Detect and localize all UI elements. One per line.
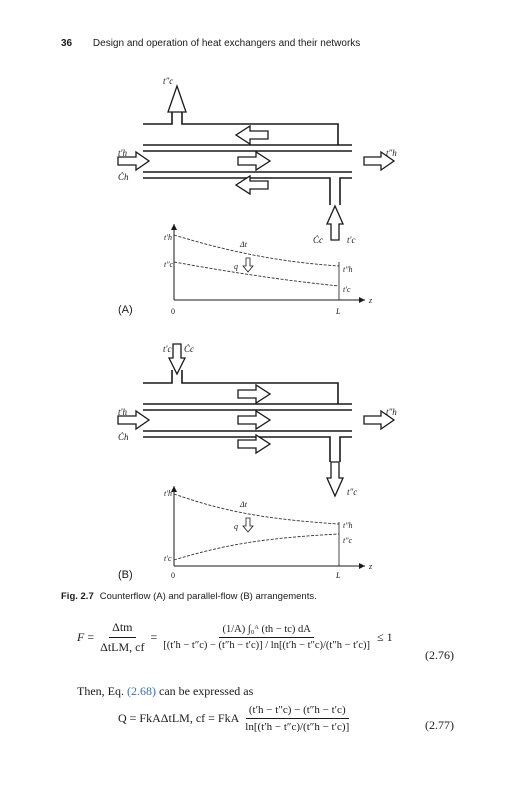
hot-outlet-arrow xyxy=(363,150,396,172)
axis-th-out-a: t″h xyxy=(343,265,353,274)
body-text-suffix: can be expressed as xyxy=(159,684,254,698)
eq276-den2: [(t′h − t″c) − (t″h − t′c)] / ln[(t′h − … xyxy=(163,640,371,651)
label-th-in-b: t′h xyxy=(118,407,127,417)
cold-flow-arrow-top xyxy=(234,124,269,146)
running-header: 36 Design and operation of heat exchange… xyxy=(61,38,360,49)
axis-th-out-b: t″h xyxy=(343,521,353,530)
panel-a-schematic xyxy=(143,112,352,205)
cold-flow-arrow-top-b xyxy=(237,383,272,405)
cold-temp-curve-a xyxy=(173,261,340,287)
axis-z-b: z xyxy=(368,562,373,571)
panel-a-flow-arrows xyxy=(117,84,396,241)
cold-outlet-arrow-down xyxy=(325,461,345,498)
axis-tc-in-a: t′c xyxy=(343,285,351,294)
axis-zero-b: 0 xyxy=(171,571,175,580)
heat-flux-arrow-a xyxy=(242,257,254,273)
eq276-lhs: F xyxy=(77,630,85,644)
label-th-out-a: t″h xyxy=(386,148,397,158)
hot-flow-arrow xyxy=(237,150,272,172)
label-cc-a: Ċc xyxy=(313,235,323,245)
axis-tc-in-b: t′c xyxy=(164,554,172,563)
running-title: Design and operation of heat exchangers … xyxy=(92,38,361,49)
panel-b-label: (B) xyxy=(118,569,133,581)
axis-z-a: z xyxy=(368,296,373,305)
label-ch-b: Ċh xyxy=(118,432,129,442)
label-th-in-a: t′h xyxy=(118,148,127,158)
label-tc-out-b: t″c xyxy=(347,487,357,497)
cold-temp-curve-b xyxy=(173,533,340,561)
label-q-b: q xyxy=(234,522,238,531)
eq276-num1: Δtm xyxy=(109,620,136,638)
cold-inlet-arrow-down xyxy=(167,343,187,376)
label-tc-in-b: t′c xyxy=(163,344,171,354)
hot-inlet-arrow xyxy=(117,150,151,172)
panel-b-flow-arrows xyxy=(117,343,396,498)
label-q-a: q xyxy=(234,262,238,271)
hot-temp-curve-a xyxy=(173,234,340,267)
panel-a-label: (A) xyxy=(118,304,133,316)
caption-label: Fig. 2.7 xyxy=(61,591,94,602)
equation-2-76: F= Δtm ΔtLM, cf = (1/A) ∫₀ᴬ (th − tc) dA… xyxy=(77,620,393,655)
cold-inlet-arrow-up xyxy=(325,204,345,241)
hot-outlet-arrow-b xyxy=(363,409,396,431)
axis-th-in-a: t′h xyxy=(164,233,172,242)
eq277-fraction: (t′h − t″c) − (t″h − t′c) ln[(t′h − t″c)… xyxy=(242,704,352,733)
eq277-den: ln[(t′h − t″c)/(t″h − t′c)] xyxy=(245,721,350,733)
hot-flow-arrow-b xyxy=(237,409,272,431)
hot-temp-curve-b xyxy=(173,493,340,525)
panel-b-profile-graph xyxy=(171,486,365,569)
eq277-number: (2.77) xyxy=(425,718,454,732)
axis-tc-out-b: t″c xyxy=(343,536,353,545)
axis-tc-out-a: t″c xyxy=(164,260,174,269)
label-tc-in-a: t′c xyxy=(347,235,355,245)
equation-ref-2-68[interactable]: (2.68) xyxy=(127,684,156,698)
hot-inlet-arrow-b xyxy=(117,409,151,431)
eq276-den1: ΔtLM, cf xyxy=(100,640,145,654)
axis-th-in-b: t′h xyxy=(164,489,172,498)
eq276-fraction-1: Δtm ΔtLM, cf xyxy=(97,620,147,655)
axis-L-b: L xyxy=(335,571,341,580)
eq276-fraction-2: (1/A) ∫₀ᴬ (th − tc) dA [(t′h − t″c) − (t… xyxy=(160,624,373,651)
label-ch-a: Ċh xyxy=(118,172,129,182)
caption-text: Counterflow (A) and parallel-flow (B) ar… xyxy=(99,591,317,602)
axis-zero-a: 0 xyxy=(171,307,175,316)
heat-flux-arrow-b xyxy=(242,517,254,533)
label-cc-b: Ċc xyxy=(184,344,194,354)
axis-L-a: L xyxy=(335,307,341,316)
figure-caption: Fig. 2.7 Counterflow (A) and parallel-flo… xyxy=(61,591,317,602)
label-th-out-b: t″h xyxy=(386,407,397,417)
body-text-prefix: Then, Eq. xyxy=(77,684,124,698)
cold-outlet-arrow-up xyxy=(167,84,187,113)
eq276-rhs: ≤ 1 xyxy=(377,630,393,644)
body-text: Then, Eq. (2.68) can be expressed as xyxy=(77,684,253,699)
cold-flow-arrow-bottom xyxy=(234,174,269,196)
cold-flow-arrow-bottom-b xyxy=(237,433,272,455)
eq277-num: (t′h − t″c) − (t″h − t′c) xyxy=(245,704,349,719)
label-dt-a: Δt xyxy=(239,240,248,249)
equation-2-77: Q = FkAΔtLM, cf = FkA (t′h − t″c) − (t″h… xyxy=(118,704,352,733)
panel-b-schematic xyxy=(143,370,352,462)
label-dt-b: Δt xyxy=(239,500,248,509)
panel-a-profile-graph xyxy=(171,224,365,303)
label-tc-out-a: t″c xyxy=(163,76,173,86)
page-number: 36 xyxy=(61,38,73,49)
eq277-lhs: Q = FkAΔtLM, cf = FkA xyxy=(118,711,240,725)
eq276-number: (2.76) xyxy=(425,648,454,662)
eq276-num2: (1/A) ∫₀ᴬ (th − tc) dA xyxy=(219,624,314,638)
